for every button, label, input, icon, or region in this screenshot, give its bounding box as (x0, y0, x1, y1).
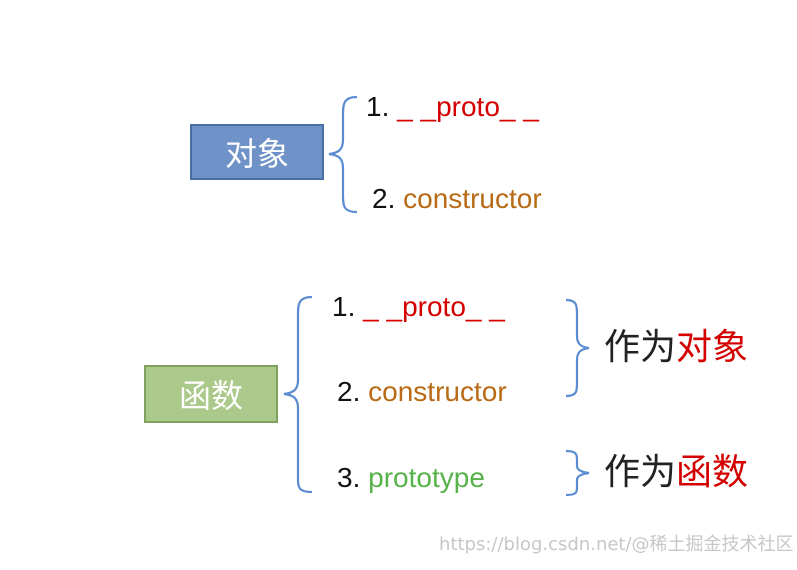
right-brace-object (565, 298, 590, 398)
object-box-label: 对象 (224, 135, 289, 173)
function-item-prototype-num: 3. (337, 462, 369, 493)
label-as-object-prefix: 作为 (604, 327, 677, 368)
watermark-text: https://blog.csdn.net/@稀土掘金技术社区 (439, 534, 794, 555)
function-item-prototype-text: prototype (368, 462, 485, 493)
object-left-brace (328, 95, 358, 214)
function-item-constructor-num: 2. (337, 376, 369, 407)
function-item-prototype: 3. prototype (337, 461, 485, 495)
label-as-object-highlight: 对象 (676, 327, 749, 368)
object-item-proto: 1. _ _proto_ _ (366, 90, 539, 124)
object-item-constructor: 2. constructor (372, 182, 542, 216)
object-item-constructor-text: constructor (403, 183, 542, 214)
label-as-function: 作为函数 (604, 453, 748, 493)
function-item-constructor-text: constructor (368, 376, 507, 407)
object-item-proto-num: 1. (366, 91, 398, 122)
label-as-object: 作为对象 (604, 328, 748, 368)
function-item-constructor: 2. constructor (337, 375, 507, 409)
function-box-label: 函数 (178, 377, 243, 415)
function-item-proto: 1. _ _proto_ _ (332, 290, 505, 324)
object-box: 对象 (190, 124, 324, 180)
function-item-proto-num: 1. (332, 291, 364, 322)
object-item-constructor-num: 2. (372, 183, 404, 214)
right-brace-function (565, 449, 590, 497)
label-as-function-highlight: 函数 (676, 452, 749, 493)
object-item-proto-text: _ _proto_ _ (397, 91, 539, 122)
function-left-brace (283, 295, 313, 494)
function-item-proto-text: _ _proto_ _ (363, 291, 505, 322)
label-as-function-prefix: 作为 (604, 452, 677, 493)
function-box: 函数 (144, 365, 278, 423)
